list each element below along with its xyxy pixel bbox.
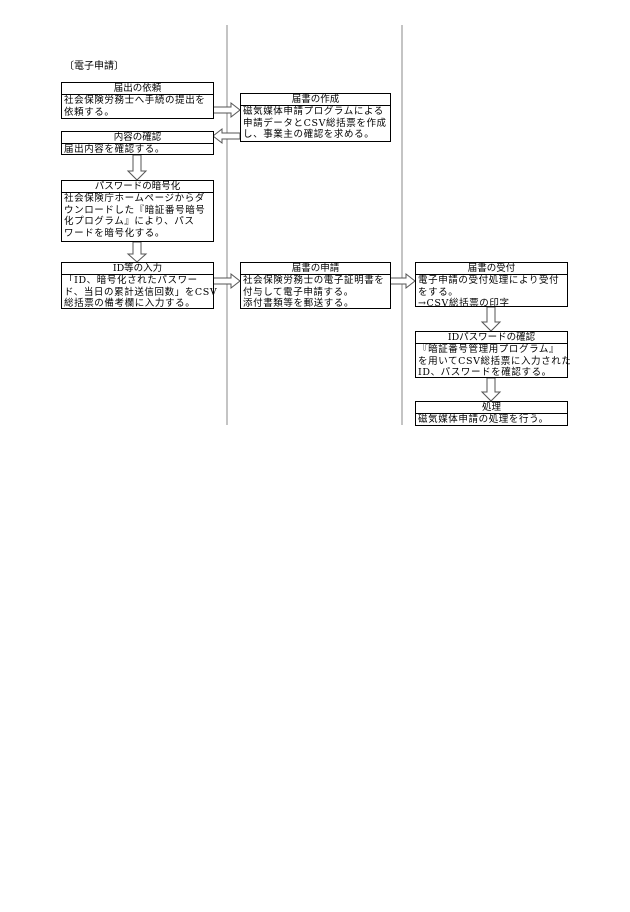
box-title: IDパスワードの確認 <box>416 332 567 344</box>
box-body-line: ID、パスワードを確認する。 <box>418 367 552 378</box>
box-title: パスワードの暗号化 <box>62 181 213 193</box>
box-body-line: をする。 <box>418 286 459 298</box>
box-body-line: 『暗証番号管理用プログラム』 <box>418 344 560 355</box>
box-body: 電子申請の受付処理により受付をする。→CSV総括票の印字 <box>416 275 567 310</box>
arrow-down-icon <box>480 306 502 332</box>
box-body-line: 「ID、暗号化されたパスワー <box>64 275 198 286</box>
section-label: 〔電子申請〕 <box>64 61 124 72</box>
box-body: 届出内容を確認する。 <box>62 144 213 156</box>
flow-box-password-encrypt: パスワードの暗号化社会保険庁ホームページからダウンロードした『暗証番号暗号化プロ… <box>61 180 214 242</box>
flow-box-process: 処理磁気媒体申請の処理を行う。 <box>415 401 568 426</box>
arrow-right-icon <box>212 272 241 290</box>
box-body-line: 届出内容を確認する。 <box>64 144 166 155</box>
arrow-down-icon <box>126 154 148 181</box>
flow-box-request: 届出の依頼社会保険労務士へ手続の提出を依頼する。 <box>61 82 214 119</box>
box-body: 磁気媒体申請の処理を行う。 <box>416 414 567 426</box>
box-body-line: →CSV総括票の印字 <box>418 298 510 309</box>
box-body-line: 総括票の備考欄に入力する。 <box>64 298 196 309</box>
box-body-line: ウンロードした『暗証番号暗号 <box>64 204 206 216</box>
arrow-right-icon <box>212 101 241 119</box>
box-title: 届出の依頼 <box>62 83 213 95</box>
box-title: 届書の申請 <box>241 263 390 275</box>
box-body: 社会保険労務士へ手続の提出を依頼する。 <box>62 95 213 118</box>
flow-box-id-verify: IDパスワードの確認『暗証番号管理用プログラム』を用いてCSV総括票に入力された… <box>415 331 572 379</box>
box-body-line: 社会保険庁ホームページからダ <box>64 193 205 204</box>
box-body: 磁気媒体申請プログラムによる申請データとCSV総括票を作成し、事業主の確認を求め… <box>241 106 390 141</box>
box-title: 届書の作成 <box>241 94 390 106</box>
arrow-down-icon <box>126 241 148 263</box>
box-body-line: 社会保険労務士へ手続の提出を <box>64 95 206 106</box>
box-title: ID等の入力 <box>62 263 213 275</box>
box-body-line: 添付書類等を郵送する。 <box>243 298 355 309</box>
box-body-line: 磁気媒体申請プログラムによる <box>243 106 384 117</box>
arrow-down-icon <box>480 377 502 402</box>
box-title: 処理 <box>416 402 567 414</box>
flow-box-submit: 届書の申請社会保険労務士の電子証明書を付与して電子申請する。添付書類等を郵送する… <box>240 262 391 309</box>
flow-box-content-check: 内容の確認届出内容を確認する。 <box>61 131 214 155</box>
box-body-line: ド、当日の累計送信回数」をCSV <box>64 286 218 298</box>
box-title: 内容の確認 <box>62 132 213 144</box>
box-body-line: 電子申請の受付処理により受付 <box>418 275 560 286</box>
box-title: 届書の受付 <box>416 263 567 275</box>
box-body-line: 申請データとCSV総括票を作成 <box>243 117 387 129</box>
box-body-line: し、事業主の確認を求める。 <box>243 129 375 140</box>
box-body-line: 依頼する。 <box>64 106 115 118</box>
box-body-line: ワードを暗号化する。 <box>64 227 166 239</box>
box-body: 社会保険庁ホームページからダウンロードした『暗証番号暗号化プログラム』により、パ… <box>62 193 213 239</box>
box-body-line: 社会保険労務士の電子証明書を <box>243 275 385 286</box>
box-body: 社会保険労務士の電子証明書を付与して電子申請する。添付書類等を郵送する。 <box>241 275 390 310</box>
box-body-line: 磁気媒体申請の処理を行う。 <box>418 414 549 425</box>
flow-box-receive: 届書の受付電子申請の受付処理により受付をする。→CSV総括票の印字 <box>415 262 568 310</box>
arrow-right-icon <box>389 272 416 290</box>
box-body-line: を用いてCSV総括票に入力された <box>418 355 572 367</box>
box-body-line: 化プログラム』により、パス <box>64 216 195 227</box>
arrow-left-icon <box>212 127 241 145</box>
box-body-line: 付与して電子申請する。 <box>243 286 354 298</box>
flow-box-create: 届書の作成磁気媒体申請プログラムによる申請データとCSV総括票を作成し、事業主の… <box>240 93 391 142</box>
